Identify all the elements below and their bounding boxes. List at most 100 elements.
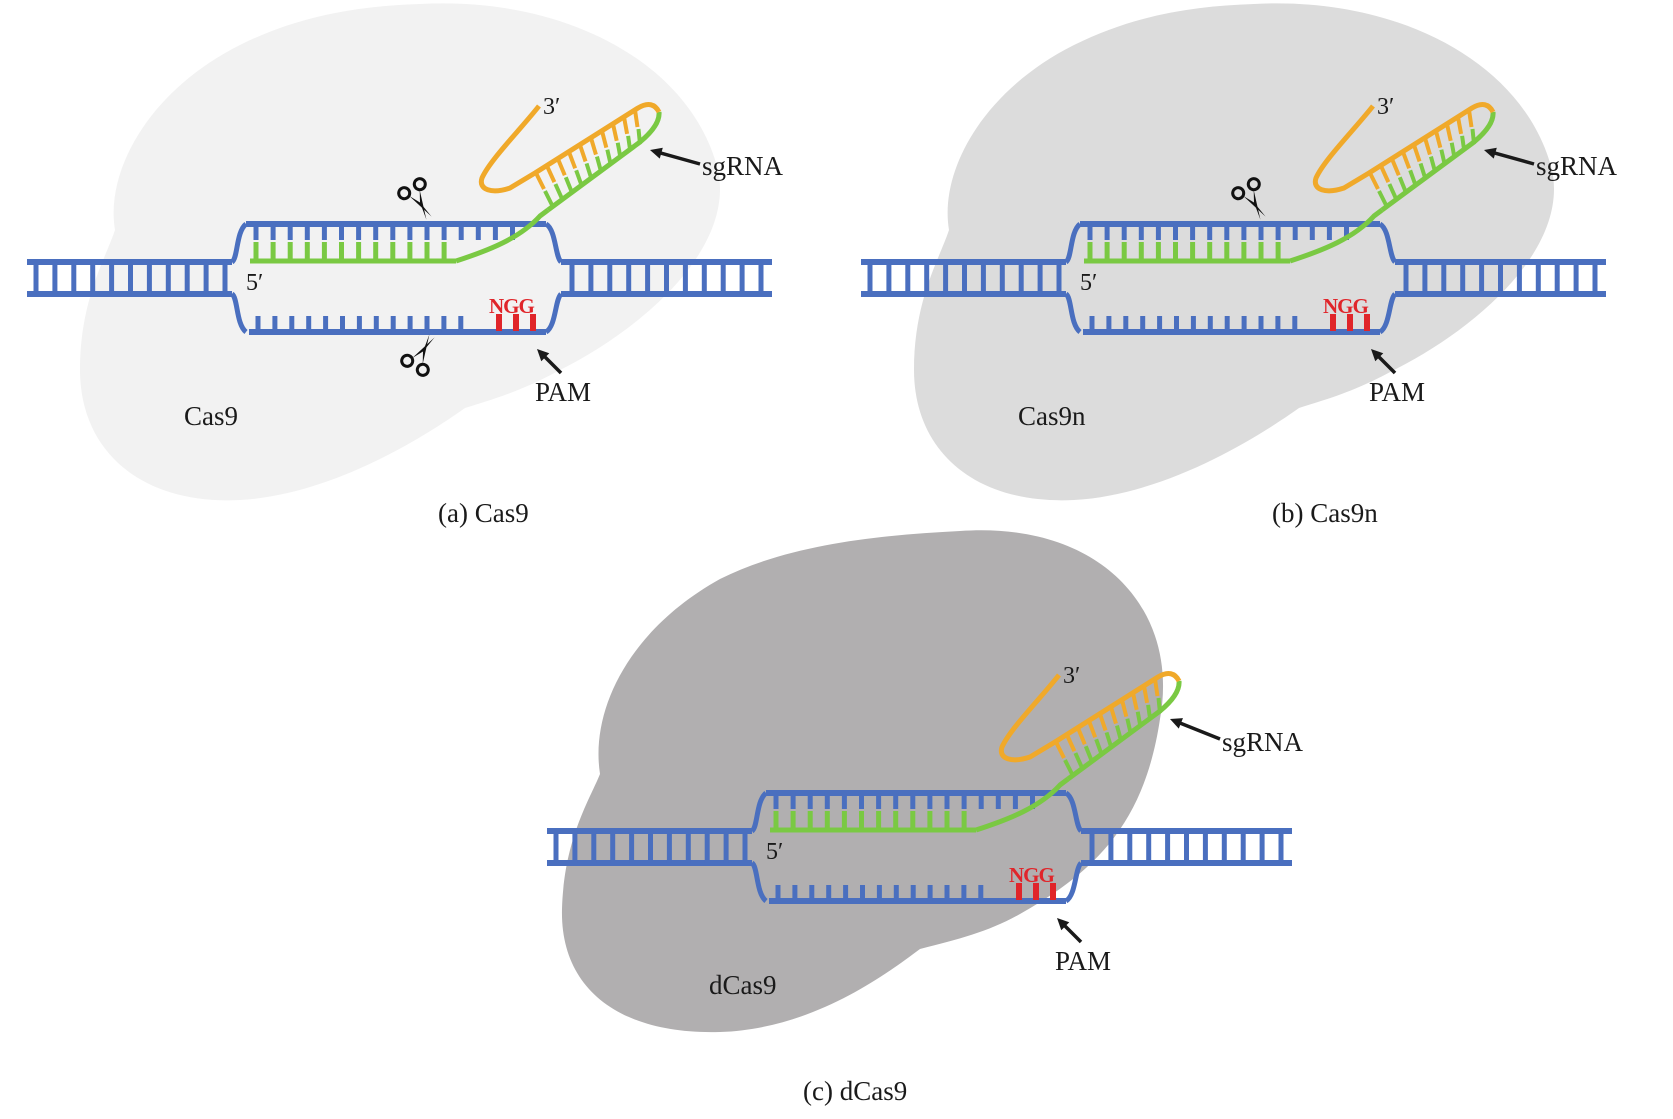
stem-base-orange [1368, 172, 1380, 190]
stem-base-orange [556, 158, 567, 176]
stem-base-green [1104, 731, 1114, 748]
stem-base-orange [1076, 727, 1087, 745]
stem-base-green [1397, 176, 1408, 193]
stem-base-green [1073, 752, 1084, 769]
stem-base-green [1115, 725, 1123, 741]
bubble-right-bottom [544, 292, 564, 335]
pam-sequence-label: NGG [1323, 294, 1369, 318]
bubble-left-top [230, 222, 248, 265]
stem-base-green [574, 169, 584, 186]
stem-base-green [1470, 128, 1476, 145]
pam-label: PAM [1369, 377, 1425, 407]
stem-base-orange [1445, 123, 1453, 142]
stem-base-green [1387, 183, 1398, 200]
pam-arrow-head [1057, 918, 1070, 931]
stem-base-orange [1087, 720, 1098, 739]
stem-base-orange [1456, 116, 1464, 135]
cas9-protein-shape [80, 3, 720, 501]
stem-base-orange [1142, 685, 1150, 704]
bubble-right-bottom [1064, 861, 1084, 904]
panel-caption: (b) Cas9n [1272, 498, 1378, 528]
cas9n-protein-shape [914, 3, 1554, 501]
stem-base-green [605, 149, 613, 165]
stem-base-green [1439, 149, 1447, 165]
stem-base-orange [1423, 137, 1432, 156]
sgrna-scaffold-orange [478, 102, 662, 194]
pam-sequence-label: NGG [1009, 863, 1055, 887]
stem-base-green [1418, 162, 1428, 179]
pam-arrow-shaft [1375, 353, 1397, 375]
stem-base-orange [622, 116, 630, 135]
stem-base-orange [600, 130, 609, 149]
protein-label: Cas9n [1018, 401, 1086, 431]
sgrna-label: sgRNA [1222, 727, 1304, 757]
bubble-right-top [1378, 221, 1398, 264]
stem-base-orange [1412, 144, 1422, 163]
bubble-left-top [1064, 222, 1082, 265]
guide-linker [455, 208, 550, 264]
scissors-handle [412, 177, 427, 192]
sgrna [770, 671, 1182, 833]
sgrna-arrow-shaft [657, 150, 701, 166]
stem-base-orange [1065, 734, 1077, 752]
bubble-left-bottom [750, 860, 768, 903]
stem-base-green [1135, 711, 1143, 727]
stem-base-orange [1401, 151, 1412, 170]
stem-base-orange [567, 151, 578, 170]
stem-base-green [1146, 704, 1153, 721]
dna-duplex [27, 221, 772, 335]
five-prime-label: 5′ [766, 839, 783, 865]
pam-arrow-head [1371, 349, 1384, 362]
stem-base-orange [589, 137, 598, 156]
stem-base-green [553, 183, 564, 200]
stem-base-orange [1131, 692, 1139, 711]
sgrna-scaffold-orange [1312, 102, 1496, 194]
stem-base-green [563, 176, 574, 193]
stem-base-green [1460, 135, 1467, 152]
stem-base-green [1156, 697, 1162, 714]
five-prime-label: 5′ [1080, 270, 1097, 296]
stem-base-green [1408, 169, 1418, 186]
guide-linker [1289, 208, 1384, 264]
panel-c-dcas9: 5′ 3′ NGG sgRNA PAM dCas9 (c) dCas9 [547, 530, 1304, 1106]
stem-base-orange [1379, 165, 1391, 183]
stem-base-orange [534, 172, 546, 190]
scissors-handle [1231, 186, 1246, 201]
stem-base-orange [578, 144, 588, 163]
panel-caption: (a) Cas9 [438, 498, 529, 528]
stem-base-green [1083, 745, 1094, 762]
three-prime-label: 3′ [543, 94, 560, 120]
stem-base-green [636, 128, 642, 145]
stem-base-green [543, 190, 554, 206]
sgrna [1084, 102, 1496, 264]
scissors-handle [397, 186, 412, 201]
sgrna-arrow-head [650, 147, 663, 159]
scissors-handle [415, 362, 430, 377]
bubble-left-bottom [1064, 291, 1082, 334]
bubble-right-bottom [1378, 292, 1398, 335]
stem-base-orange [611, 123, 619, 142]
protein-label: dCas9 [709, 970, 777, 1000]
stem-base-green [584, 162, 594, 179]
bubble-left-top [750, 791, 768, 834]
stem-base-green [615, 142, 623, 158]
scissors-handle [400, 353, 415, 368]
pam-label: PAM [1055, 946, 1111, 976]
scissors-handle [1246, 177, 1261, 192]
stem-base-orange [1054, 741, 1066, 759]
stem-base-orange [545, 165, 557, 183]
stem-base-orange [1120, 699, 1129, 718]
dcas9-protein-shape [561, 530, 1164, 1033]
five-prime-label: 5′ [246, 270, 263, 296]
sgrna-label: sgRNA [702, 151, 784, 181]
bubble-left-bottom [230, 291, 248, 334]
dna-duplex [861, 221, 1606, 335]
stem-base-orange [1390, 158, 1401, 176]
sgrna-arrow-head [1484, 147, 1497, 159]
three-prime-label: 3′ [1063, 663, 1080, 689]
sgrna-arrow-shaft [1491, 150, 1535, 166]
stem-base-green [595, 156, 603, 172]
stem-base-orange [1109, 706, 1118, 725]
sgrna-arrow-shaft [1176, 720, 1221, 741]
